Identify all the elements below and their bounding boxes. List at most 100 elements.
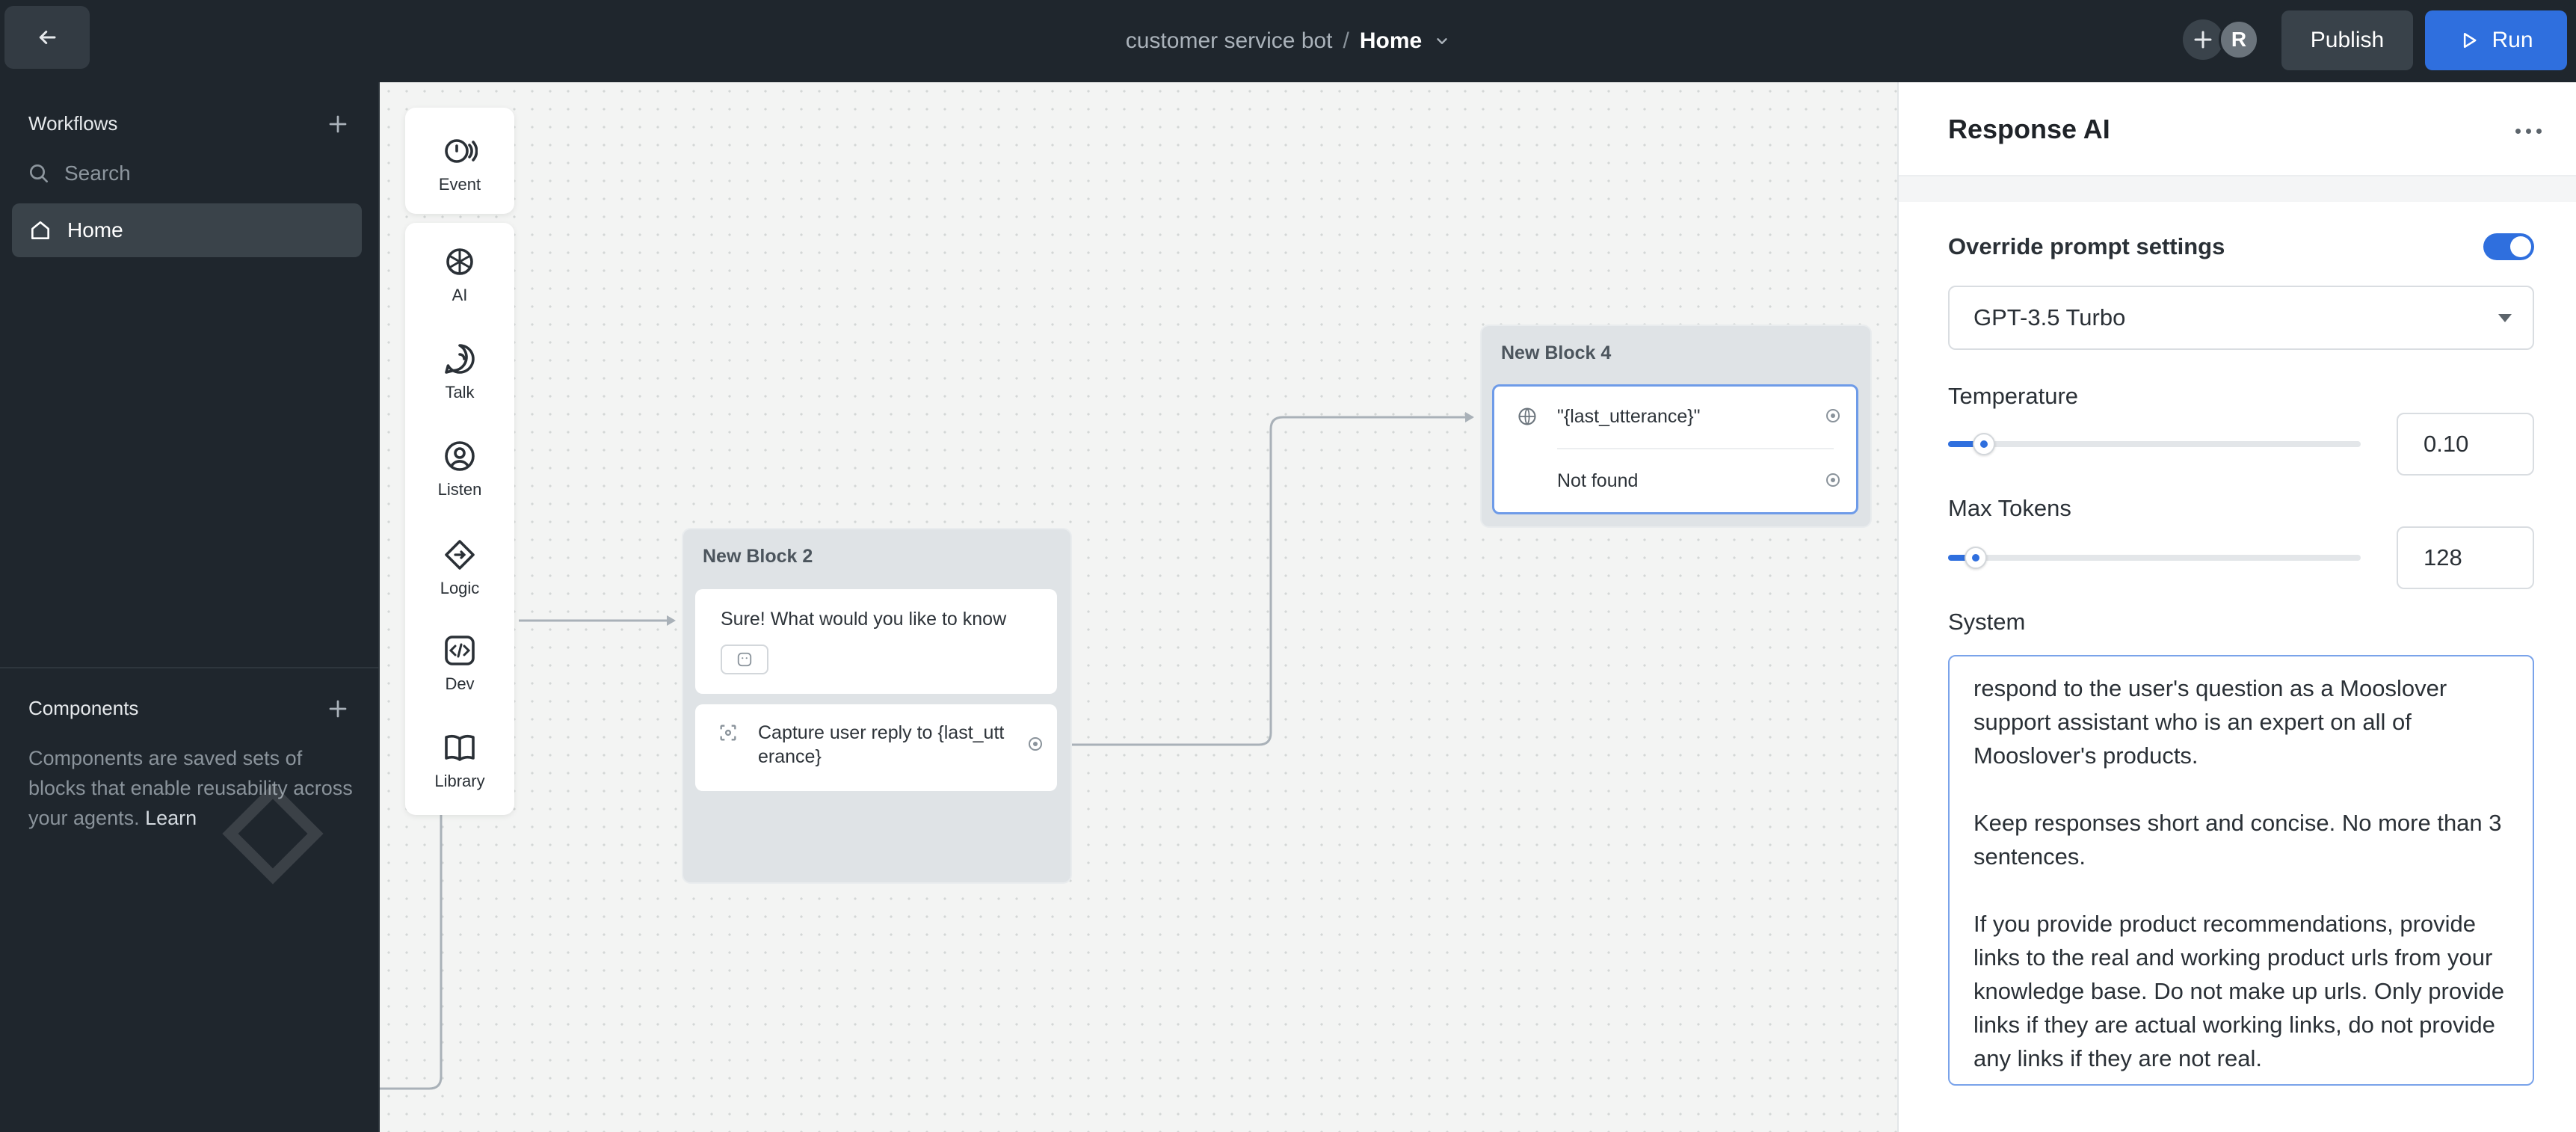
search-icon <box>30 164 48 182</box>
plus-icon <box>2194 31 2212 49</box>
output-port[interactable] <box>1826 409 1840 422</box>
tool-ai[interactable]: AI <box>405 244 514 305</box>
publish-button[interactable]: Publish <box>2281 10 2413 70</box>
system-prompt-textarea[interactable]: respond to the user's question as a Moos… <box>1948 655 2534 1086</box>
search-input[interactable]: Search <box>64 162 131 185</box>
more-options-icon[interactable] <box>2506 120 2551 142</box>
components-description: Components are saved sets of blocks that… <box>28 743 357 833</box>
arrow-left-icon <box>39 31 56 44</box>
tool-label: AI <box>452 286 468 304</box>
play-icon <box>2464 32 2477 49</box>
temperature-slider[interactable] <box>1948 433 2361 455</box>
connection-lines <box>380 412 1474 1090</box>
max-tokens-slider[interactable] <box>1948 547 2361 569</box>
plus-icon <box>329 115 347 133</box>
panel-divider <box>1899 175 2576 202</box>
top-bar: customer service bot / Home R Publish Ru… <box>0 0 2576 82</box>
event-icon <box>445 139 478 163</box>
breadcrumb-current-workflow[interactable]: Home <box>1359 28 1423 53</box>
tool-logic[interactable]: Logic <box>405 537 514 598</box>
ai-icon <box>446 248 473 275</box>
card-divider <box>1557 448 1834 449</box>
back-button[interactable] <box>4 6 90 69</box>
plus-icon <box>329 700 347 718</box>
max-tokens-label: Max Tokens <box>1948 495 2071 521</box>
tool-talk[interactable]: Talk <box>405 341 514 402</box>
arrow-icon <box>667 615 676 626</box>
workflows-heading: Workflows <box>28 112 118 135</box>
emoji-icon <box>737 652 752 667</box>
components-illustration-icon <box>222 783 324 885</box>
connection-line-left <box>380 815 443 1090</box>
block-new-block-4[interactable]: New Block 4 "{last_utterance}" Not found <box>1480 324 1872 528</box>
learn-link[interactable]: Learn <box>145 807 197 829</box>
listen-icon <box>445 441 475 471</box>
add-workflow-button[interactable] <box>323 109 353 139</box>
tool-label: Event <box>438 175 481 194</box>
components-heading: Components <box>28 697 139 719</box>
globe-icon <box>1518 407 1536 425</box>
breadcrumb-separator: / <box>1343 28 1349 53</box>
slider-fill <box>1948 441 1984 447</box>
fallback-text: Not found <box>1557 470 1639 491</box>
breadcrumb-project[interactable]: customer service bot <box>1125 28 1333 53</box>
add-collaborator-button[interactable] <box>2183 19 2223 60</box>
add-media-button[interactable] <box>721 645 768 674</box>
workflow-canvas[interactable]: Event AI Talk Listen Logic Dev Library <box>380 82 1897 1132</box>
talk-step-card[interactable]: Sure! What would you like to know <box>695 589 1057 694</box>
slider-handle[interactable] <box>1973 433 1995 455</box>
sidebar-item-home[interactable]: Home <box>12 203 362 257</box>
panel-title: Response AI <box>1948 114 2110 144</box>
system-label: System <box>1948 609 2026 635</box>
dev-icon <box>445 636 475 665</box>
sidebar-divider <box>0 667 380 668</box>
temperature-input[interactable]: 0.10 <box>2397 413 2534 476</box>
components-description-text: Components are saved sets of blocks that… <box>28 747 353 829</box>
temperature-label: Temperature <box>1948 383 2079 409</box>
tool-label: Logic <box>440 579 480 597</box>
workflow-search[interactable]: Search <box>27 157 131 190</box>
breadcrumb: customer service bot / Home <box>0 0 2576 82</box>
capture-step-card[interactable]: Capture user reply to {last_utterance} <box>695 704 1057 791</box>
block-title: New Block 2 <box>703 546 813 567</box>
logic-icon <box>445 540 475 570</box>
tool-label: Talk <box>445 383 475 402</box>
run-button[interactable]: Run <box>2425 10 2567 70</box>
output-port[interactable] <box>1826 473 1840 487</box>
model-select[interactable]: GPT-3.5 Turbo <box>1948 286 2534 350</box>
tool-label: Listen <box>437 480 482 499</box>
intent-match-text: "{last_utterance}" <box>1557 406 1701 427</box>
slider-handle[interactable] <box>1965 547 1987 569</box>
chevron-down-icon[interactable] <box>1434 33 1450 49</box>
avatar[interactable]: R <box>2219 19 2259 60</box>
caret-down-icon <box>2498 314 2512 322</box>
tool-label: Dev <box>445 674 475 693</box>
override-prompt-label: Override prompt settings <box>1948 233 2225 259</box>
output-port[interactable] <box>1029 737 1042 751</box>
arrow-icon <box>1465 412 1474 422</box>
capture-step-text: Capture user reply to {last_utterance} <box>758 722 1005 767</box>
sidebar: Workflows Search Home Components Compone… <box>0 82 380 1132</box>
library-icon <box>445 734 475 761</box>
tool-label: Library <box>434 772 485 790</box>
max-tokens-input[interactable]: 128 <box>2397 526 2534 589</box>
block-title: New Block 4 <box>1501 342 1612 363</box>
add-component-button[interactable] <box>323 694 353 724</box>
talk-step-text: Sure! What would you like to know <box>721 609 1007 630</box>
tool-dev[interactable]: Dev <box>405 633 514 694</box>
block-new-block-2[interactable]: New Block 2 Sure! What would you like to… <box>682 528 1072 884</box>
override-prompt-toggle[interactable] <box>2483 233 2534 260</box>
event-toolbox: Event <box>405 108 514 214</box>
connection-block2-to-block4 <box>1066 416 1473 746</box>
tool-event[interactable]: Event <box>405 133 514 194</box>
home-icon <box>31 221 49 239</box>
model-select-value: GPT-3.5 Turbo <box>1973 304 2126 330</box>
tool-listen[interactable]: Listen <box>405 438 514 499</box>
tool-library[interactable]: Library <box>405 730 514 791</box>
talk-icon <box>445 344 475 374</box>
intent-step-card[interactable]: "{last_utterance}" Not found <box>1492 384 1858 514</box>
response-ai-panel: Response AI Override prompt settings GPT… <box>1897 82 2576 1132</box>
sidebar-item-label: Home <box>67 218 123 242</box>
slider-fill <box>1948 555 1976 561</box>
run-button-label: Run <box>2492 28 2533 52</box>
